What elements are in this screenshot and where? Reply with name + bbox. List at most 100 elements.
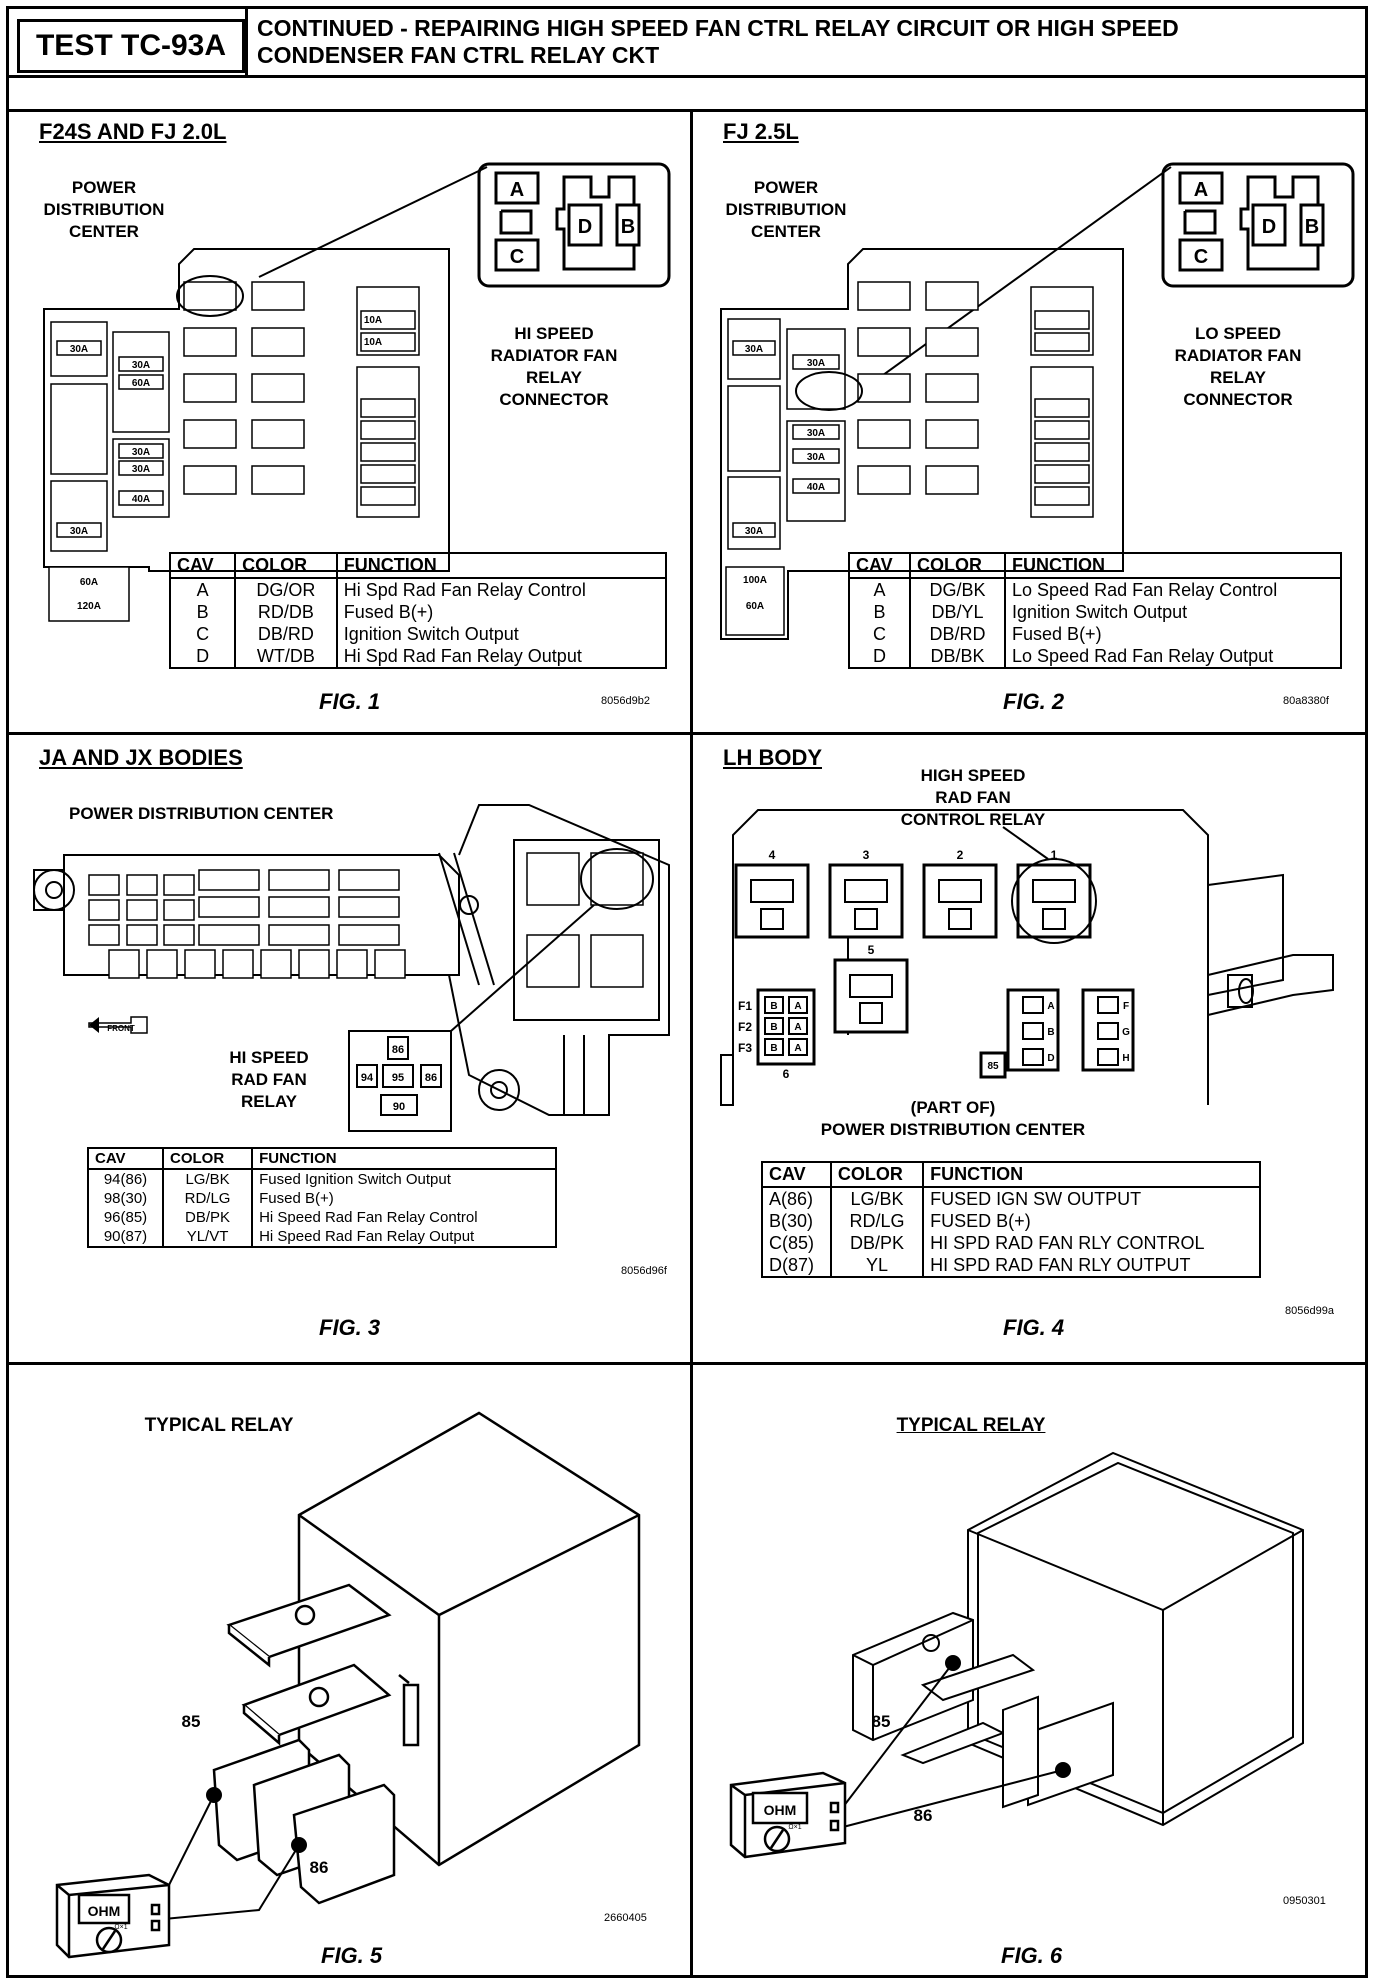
fig2-cav-d: D: [1262, 216, 1276, 238]
fig3-pin-3: 95: [392, 1072, 404, 1084]
svg-text:B: B: [770, 1022, 777, 1033]
fig5-label: FIG. 5: [321, 1943, 383, 1968]
fig1-fuse-10: 10A: [364, 315, 382, 326]
fig5-range-text: Ω×1: [114, 1924, 127, 1931]
fig5-pin85-label: 85: [182, 1712, 201, 1731]
svg-text:F: F: [1123, 1001, 1129, 1012]
fig5-title: TYPICAL RELAY: [144, 1415, 294, 1436]
fig3-diagram: FRONT 86 94 95 86 90: [33, 804, 670, 1132]
fig1-label: FIG. 1: [319, 689, 381, 714]
fig3-pdc-label: POWER DISTRIBUTION CENTER: [69, 804, 334, 823]
fig1-cav-b: B: [621, 216, 635, 238]
fig4-relay-num-6: 6: [783, 1067, 790, 1081]
fig3-relay-pinout: [348, 1030, 452, 1132]
fig1-fuse-1: 30A: [70, 344, 88, 355]
fig6-pin85-label: 85: [872, 1712, 891, 1731]
fig3-front-text: FRONT: [107, 1024, 135, 1033]
fig1-fuse-8: 60A: [80, 577, 98, 588]
fig1-cav-c: C: [510, 246, 524, 268]
fig5-relay-icon: [212, 1411, 641, 1905]
fig6-label: FIG. 6: [1001, 1943, 1063, 1968]
page-header: TEST TC-93A CONTINUED - REPAIRING HIGH S…: [9, 9, 1365, 112]
page-title: CONTINUED - REPAIRING HIGH SPEED FAN CTR…: [257, 15, 1357, 69]
fig1-fuse-5: 30A: [132, 464, 150, 475]
fig4-f3: F3: [738, 1041, 752, 1055]
fig4-code: 8056d99a: [1285, 1305, 1334, 1317]
fig4-f2: F2: [738, 1020, 752, 1034]
fig1-relay-highlight: [176, 275, 244, 317]
fig2-connector-icon: [1161, 162, 1355, 288]
fig1-fuse-9: 120A: [77, 601, 101, 612]
fig1-fuse-3: 60A: [132, 378, 150, 389]
fig2-fuse-7: 100A: [743, 575, 767, 586]
fig2-cav-b: B: [1305, 216, 1319, 238]
test-id: TEST TC-93A: [17, 19, 245, 73]
svg-text:H: H: [1122, 1053, 1129, 1064]
fig2-fuse-5: 40A: [807, 482, 825, 493]
fig1-connector-icon: [477, 162, 671, 288]
fig2-fuse-4: 30A: [807, 452, 825, 463]
fig2-heading: FJ 2.5L: [723, 119, 799, 144]
fig6-meter-text: OHM: [764, 1802, 797, 1818]
fig1-cav-a: A: [510, 179, 524, 201]
fig2-cav-a: A: [1194, 179, 1208, 201]
fig1-fuse-6: 40A: [132, 494, 150, 505]
title-line-1: CONTINUED - REPAIRING HIGH SPEED FAN CTR…: [257, 15, 1179, 41]
header-divider: [245, 9, 248, 75]
fig2-relay-highlight: [795, 371, 863, 411]
svg-text:B: B: [770, 1043, 777, 1054]
svg-text:B: B: [1047, 1027, 1054, 1038]
fig4-heading: LH BODY: [723, 745, 822, 770]
fig6-title: TYPICAL RELAY: [896, 1415, 1046, 1436]
fig3-pin-4: 86: [425, 1072, 437, 1084]
fig1-heading: F24S AND FJ 2.0L: [39, 119, 227, 144]
fig2-cav-c: C: [1194, 246, 1208, 268]
fig3-panel: JA AND JX BODIES POWER DISTRIBUTION CENT…: [9, 735, 693, 1365]
svg-text:G: G: [1122, 1027, 1130, 1038]
fig3-label: FIG. 3: [319, 1315, 381, 1340]
fig3-pin-1: 86: [392, 1044, 404, 1056]
fig4-relay-num-3: 3: [863, 848, 870, 862]
title-line-2: CONDENSER FAN CTRL RELAY CKT: [257, 42, 660, 68]
svg-text:A: A: [1047, 1001, 1054, 1012]
fig4-pin-85: 85: [987, 1061, 999, 1072]
fig1-diagram: A C D B: [43, 162, 671, 622]
fig5-panel: TYPICAL RELAY: [9, 1365, 693, 1975]
fig5-diagram: OHM Ω×1 85 86: [55, 1411, 641, 1959]
front-arrow-icon: [88, 1016, 148, 1034]
fig4-f1: F1: [738, 999, 752, 1013]
fig4-label: FIG. 4: [1003, 1315, 1065, 1340]
fig5-pin86-label: 86: [310, 1858, 329, 1877]
fig4-relay-num-2: 2: [957, 848, 964, 862]
fig3-pin-5: 90: [393, 1101, 405, 1113]
fig1-fuse-4: 30A: [132, 447, 150, 458]
fig6-pin86-label: 86: [914, 1806, 933, 1825]
fig3-pin-2: 94: [361, 1072, 374, 1084]
svg-text:D: D: [1047, 1053, 1054, 1064]
fig1-code: 8056d9b2: [601, 695, 650, 707]
fig2-fuse-2: 30A: [807, 358, 825, 369]
fig2-pdc-cells: [725, 281, 1094, 636]
fig3-relay-highlight: [580, 848, 654, 910]
